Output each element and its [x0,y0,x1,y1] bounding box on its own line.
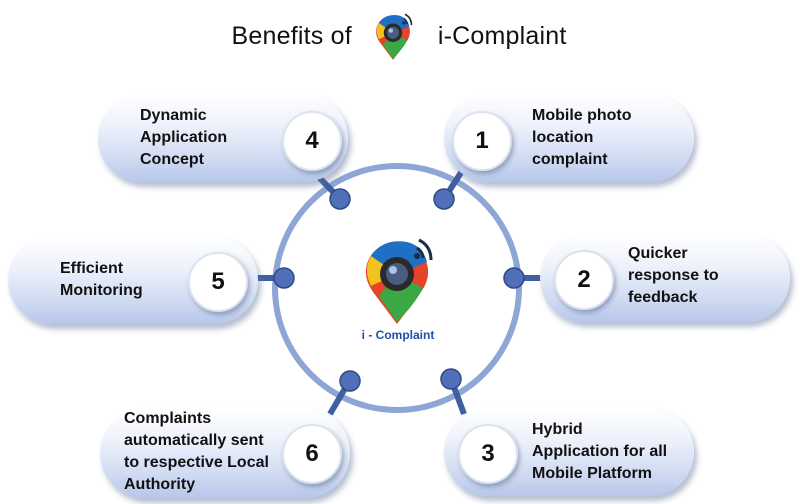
benefit-1-text: Mobile photo location complaint [532,105,632,171]
location-pin-camera-icon [375,13,413,60]
benefit-4-line-2: Application [140,129,228,146]
benefit-6-line-2: automatically sent [124,432,264,449]
benefit-5-text: Efficient Monitoring [60,258,143,302]
wifi-signal-icon [416,246,425,259]
benefit-3-line-2: Application for all [532,443,668,460]
benefit-2-number-badge: 2 [554,250,614,310]
benefit-2-line-1: Quicker [628,245,688,262]
benefit-1-line-2: location [532,129,594,146]
benefit-4-line-3: Concept [140,151,204,168]
benefit-2-text: Quicker response to feedback [628,243,719,309]
node-3 [440,368,462,390]
node-4 [329,188,351,210]
benefit-6-line-1: Complaints [124,410,212,427]
benefit-4-number-badge: 4 [282,111,342,171]
benefit-1-line-1: Mobile photo [532,107,632,124]
benefit-4-text: Dynamic Application Concept [140,105,227,171]
node-5 [273,267,295,289]
benefit-3-text: Hybrid Application for all Mobile Platfo… [532,419,667,485]
benefit-3-line-3: Mobile Platform [532,465,653,482]
benefit-2-line-2: response to [628,267,719,284]
i-complaint-logo-icon [365,238,433,324]
benefit-3-number-badge: 3 [458,424,518,484]
title-prefix: Benefits of [231,21,352,50]
central-ring [272,163,522,413]
benefit-5-line-2: Monitoring [60,282,143,299]
diagram-title: Benefits of i-Complaint [0,13,798,60]
title-app-name: i-Complaint [437,21,567,50]
benefit-1-number-badge: 1 [452,111,512,171]
benefit-3-line-1: Hybrid [532,421,583,438]
benefit-2-line-3: feedback [628,289,698,306]
benefit-5-line-1: Efficient [60,260,124,277]
node-6 [339,370,361,392]
node-2 [503,267,525,289]
center-logo-label: i - Complaint [361,328,435,342]
benefit-6-number-badge: 6 [282,424,342,484]
node-1 [433,188,455,210]
benefit-6-text: Complaints automatically sent to respect… [124,408,269,496]
benefit-4-line-1: Dynamic [140,107,207,124]
benefit-5-number-badge: 5 [188,252,248,312]
benefit-6-line-4: Authority [124,476,196,493]
benefit-1-line-3: complaint [532,151,608,168]
benefit-6-line-3: to respective Local [124,454,269,471]
